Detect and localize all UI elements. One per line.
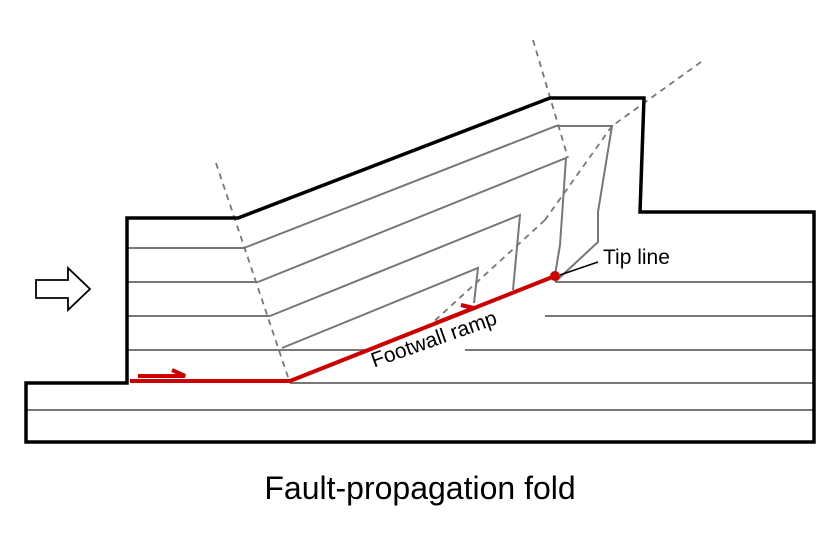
tip-dot-marker [550, 271, 560, 281]
slip-half-arrow-icon [138, 368, 186, 378]
folded-bed [257, 156, 568, 283]
folded-bed [281, 266, 480, 349]
footwall-beds [26, 247, 814, 411]
axial-traces [215, 39, 702, 384]
figure-caption: Fault-propagation fold [264, 470, 576, 506]
axial-trace-dashed-line [611, 61, 702, 127]
folded-beds [243, 125, 614, 349]
axial-trace-dashed-line [544, 125, 613, 221]
shortening-direction-arrow-icon [35, 265, 92, 313]
axial-trace-dashed-line [532, 39, 569, 159]
folded-bed [269, 213, 522, 317]
folded-bed [243, 125, 614, 283]
axial-trace-dashed-line [429, 219, 546, 326]
tip-line-leader [559, 261, 599, 276]
slip-half-arrow-icon [435, 303, 481, 325]
block-outline [24, 96, 816, 444]
axial-trace-dashed-line [215, 162, 291, 384]
tip-line-label: Tip line [603, 246, 670, 269]
